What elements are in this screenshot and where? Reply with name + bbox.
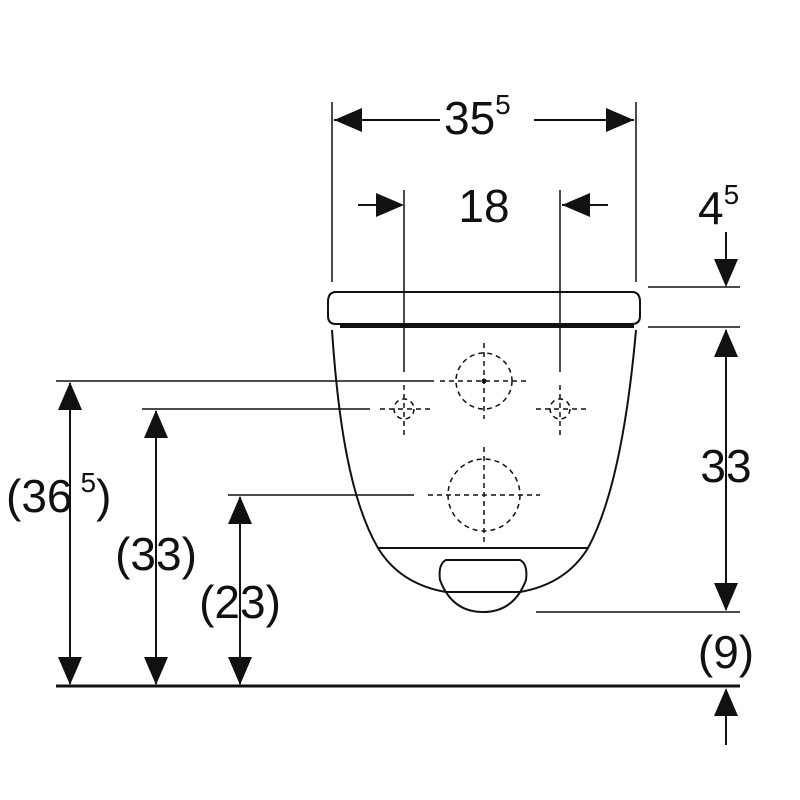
outlet-spout: [438, 559, 528, 614]
spacing-arrow-right: [562, 193, 590, 217]
height-upper-sup: 5: [80, 467, 96, 498]
height-side-arrow-bottom: [144, 657, 168, 685]
bottom-gap-label: (9): [698, 626, 754, 678]
seat-offset-main: 4: [698, 182, 724, 234]
upper-hole-center: [481, 378, 487, 384]
width-arrow-left: [334, 108, 362, 132]
height-upper-main: (36: [6, 470, 72, 522]
height-upper-arrow-bottom: [58, 657, 82, 685]
bowl-height-label: 33: [700, 440, 751, 492]
bowl-lower-rim: [377, 547, 589, 593]
height-side-holes-label: (33): [115, 528, 197, 580]
seat-offset-arrow: [714, 259, 738, 287]
toilet-outline: [327, 291, 641, 614]
bowl-height-arrow-top: [714, 329, 738, 357]
height-lower-arrow-bottom: [228, 657, 252, 685]
overall-width-sup: 5: [495, 89, 511, 120]
height-lower-hole-label: (23): [199, 576, 281, 628]
hole-spacing-label: 18: [458, 180, 509, 232]
mounting-holes: [380, 343, 586, 545]
height-upper-arrow-top: [58, 382, 82, 410]
height-upper-close: ): [96, 470, 111, 522]
overall-width-main: 35: [444, 92, 495, 144]
dimension-lines: [58, 108, 738, 745]
seat-lid: [327, 291, 641, 325]
overall-width-label: 355: [444, 89, 511, 144]
seat-offset-sup: 5: [724, 179, 740, 210]
spacing-arrow-left: [376, 193, 404, 217]
height-side-arrow-top: [144, 410, 168, 438]
height-upper-hole-label: (36 5): [6, 467, 111, 522]
bowl-body: [331, 329, 637, 549]
extension-lines: [56, 102, 740, 613]
bottom-gap-arrow: [714, 688, 738, 716]
width-arrow-right: [606, 108, 634, 132]
height-lower-arrow-top: [228, 496, 252, 524]
bowl-height-arrow-bottom: [714, 583, 738, 611]
seat-offset-label: 45: [698, 179, 739, 234]
